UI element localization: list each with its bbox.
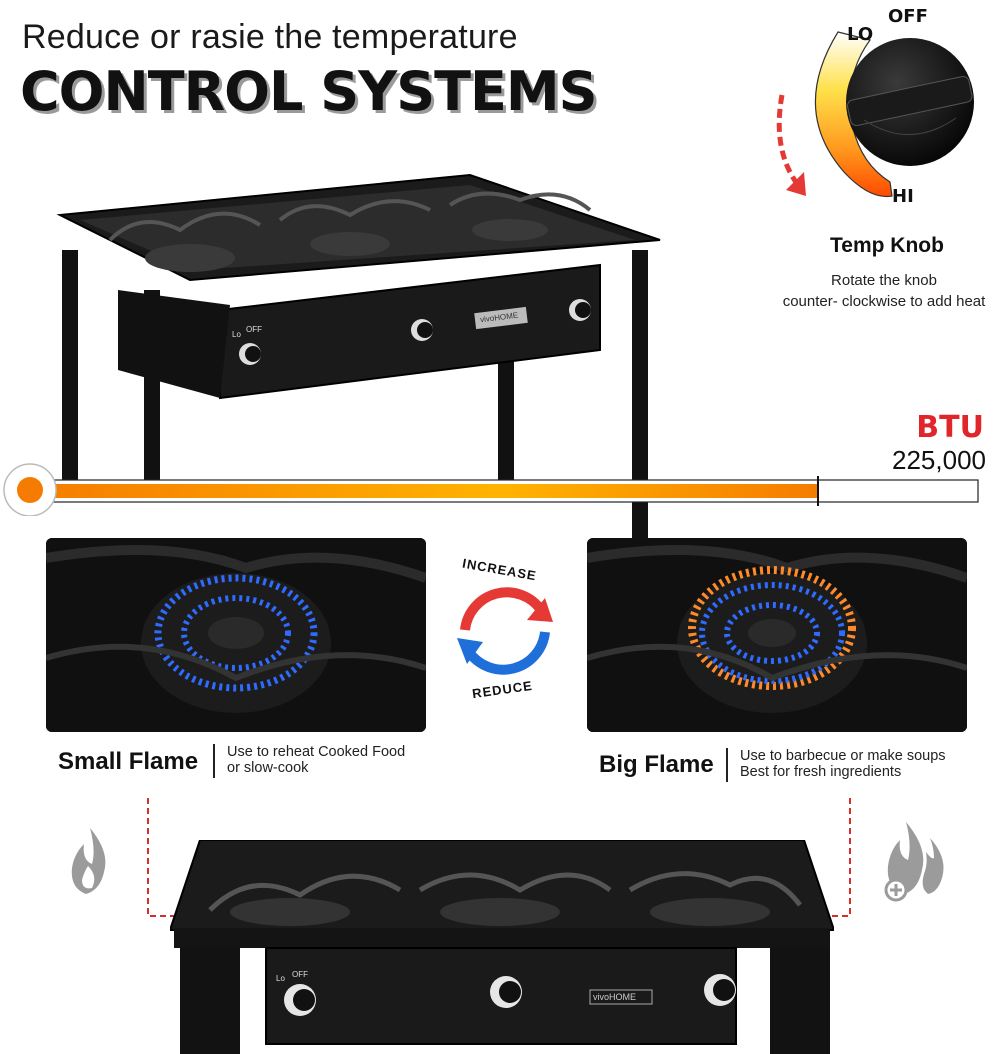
btu-label: BTU	[916, 410, 984, 445]
knob-label-hi: HI	[892, 186, 914, 207]
knob-label-off: OFF	[888, 6, 928, 27]
temp-knob-illustration	[776, 31, 974, 198]
big-flame-separator	[726, 748, 728, 782]
knob-desc-line2: counter- clockwise to add heat	[782, 293, 986, 310]
big-flame-desc-line2: Best for fresh ingredients	[740, 764, 902, 780]
small-flame-desc-line2: or slow-cook	[227, 760, 309, 776]
knob-desc-line1: Rotate the knob	[831, 272, 937, 289]
big-flame-desc-line1: Use to barbecue or make soups	[740, 748, 946, 764]
small-flame-description: Use to reheat Cooked Food or slow-cook	[227, 744, 405, 776]
stove-top-illustration	[56, 173, 661, 540]
rotate-arrow-icon	[776, 94, 801, 187]
small-flame-separator	[213, 744, 215, 778]
stove-bottom-illustration	[170, 840, 834, 1054]
big-flame-photo	[587, 538, 967, 732]
stove-bottom-knob-lo-label: Lo	[276, 974, 285, 983]
stove-bottom-brand-label: vivoHOME	[593, 992, 637, 1002]
small-flame-title: Small Flame	[58, 748, 199, 775]
stove-bottom-knob-off-label: OFF	[292, 970, 308, 979]
small-flame-desc-line1: Use to reheat Cooked Food	[227, 744, 406, 760]
knob-title: Temp Knob	[830, 234, 944, 257]
knob-label-lo: LO	[847, 24, 874, 45]
big-fire-icon	[884, 822, 944, 902]
btu-bar	[3, 463, 979, 516]
header-title: CONTROL SYSTEMS	[20, 60, 597, 123]
increase-reduce-cycle-icon	[457, 587, 553, 675]
big-flame-title: Big Flame	[599, 751, 714, 778]
header-subtitle: Reduce or rasie the temperature	[22, 18, 518, 56]
small-flame-photo	[46, 538, 426, 732]
stove-knob-lo-label: Lo	[232, 330, 241, 339]
stove-knob-off-label: OFF	[246, 325, 262, 334]
small-fire-icon	[71, 828, 106, 894]
big-flame-description: Use to barbecue or make soups Best for f…	[740, 748, 946, 780]
btu-value: 225,000	[892, 445, 986, 475]
knob-description: Rotate the knob counter- clockwise to ad…	[764, 270, 1004, 312]
